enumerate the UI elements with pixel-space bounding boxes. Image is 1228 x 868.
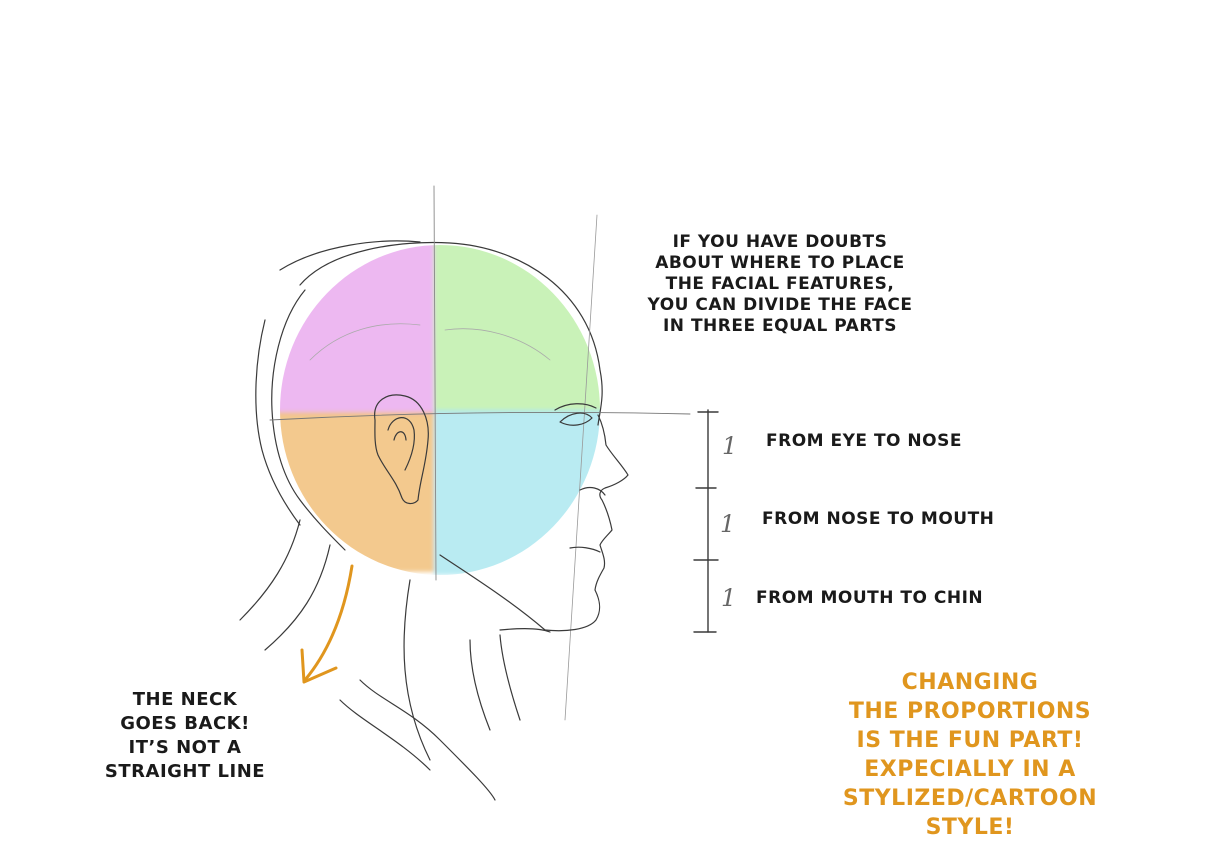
neck-note-line: THE NECK [132, 689, 238, 710]
back-top-quadrant [280, 245, 434, 415]
fun-note-line: STYLIZED/CARTOON [842, 786, 1098, 811]
fun-note-line: STYLE! [925, 815, 1015, 840]
proportion-number: 1 [720, 510, 736, 538]
arrow-shaft [303, 564, 354, 682]
neck-front-2 [469, 639, 491, 731]
fun-note-line: EXPECIALLY IN A [864, 757, 1076, 782]
ear-inner [387, 417, 415, 471]
arrow-head [300, 648, 338, 684]
eye [559, 412, 593, 426]
back-of-head [255, 319, 301, 526]
neck-note-line: STRAIGHT LINE [104, 761, 266, 782]
neck-front [499, 634, 521, 721]
skull-stroke-2 [444, 328, 551, 361]
shoulder-line-2 [339, 699, 431, 771]
front-bottom-quadrant [434, 410, 600, 575]
nose-base [579, 486, 606, 496]
doubts-note-line: ABOUT WHERE TO PLACE [655, 253, 905, 273]
fun-note-line: THE PROPORTIONS [848, 699, 1092, 724]
face-profile [544, 414, 629, 632]
doubts-note-line: IF YOU HAVE DOUBTS [672, 232, 888, 252]
cranium-outline-2 [271, 289, 346, 551]
doubts-note-line: IN THREE EQUAL PARTS [662, 316, 897, 336]
shoulder-line [359, 679, 496, 801]
jaw [439, 554, 546, 631]
trapezius [403, 579, 431, 761]
proportion-label-mouth-to-chin: FROM MOUTH TO CHIN [756, 588, 984, 608]
brow [554, 403, 597, 411]
neck-arrow [300, 564, 354, 684]
cranium-outline [299, 241, 603, 426]
vertical-guide [433, 185, 437, 581]
front-top-quadrant [434, 245, 600, 412]
proportion-label-nose-to-mouth: FROM NOSE TO MOUTH [762, 509, 995, 529]
neck-back-2 [264, 544, 331, 651]
proportion-number: 1 [722, 432, 738, 460]
ear-inner-2 [393, 431, 407, 441]
ear [374, 394, 429, 505]
fun-note-line: IS THE FUN PART! [856, 728, 1084, 753]
doubts-note-line: YOU CAN DIVIDE THE FACE [647, 295, 913, 315]
proportions-fun-note: CHANGING THE PROPORTIONS IS THE FUN PART… [805, 668, 1135, 842]
skull-stroke [309, 323, 421, 361]
vertical-guide-front [564, 214, 598, 721]
neck-note-line: IT’S NOT A [128, 737, 242, 758]
neck-note-line: GOES BACK! [120, 713, 250, 734]
neck-note: THE NECK GOES BACK! IT’S NOT A STRAIGHT … [80, 688, 290, 784]
pencil-lines [239, 185, 719, 801]
proportion-number: 1 [721, 584, 737, 612]
back-of-head-2 [279, 240, 421, 271]
proportion-label-eye-to-nose: FROM EYE TO NOSE [766, 431, 962, 451]
doubts-note-line: THE FACIAL FEATURES, [665, 274, 895, 294]
mouth-line [569, 546, 601, 553]
jaw-2 [499, 628, 551, 633]
doubts-note: IF YOU HAVE DOUBTS ABOUT WHERE TO PLACE … [600, 232, 960, 337]
neck-back [239, 519, 301, 621]
horizontal-guide [269, 411, 691, 421]
fun-note-line: CHANGING [901, 670, 1039, 695]
